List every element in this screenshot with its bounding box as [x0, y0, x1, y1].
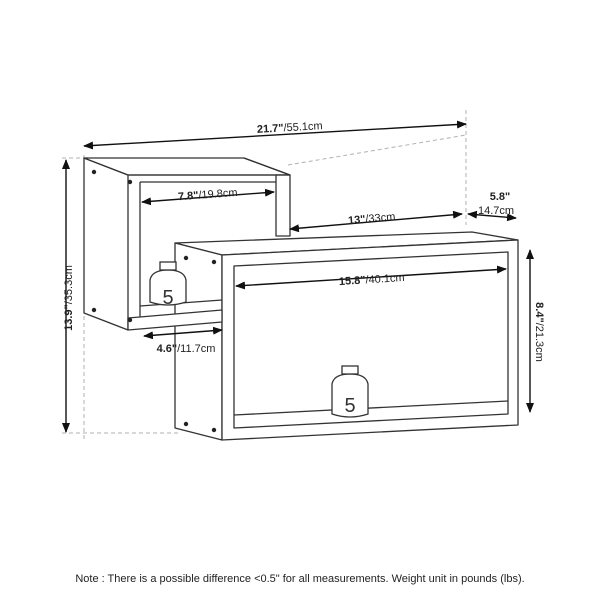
lower-box-height-label: 8.4"/21.3cm — [533, 302, 545, 362]
depth-metric-label: 14.7cm — [478, 205, 514, 217]
upper-weight-label: 5 — [162, 287, 173, 309]
upper-cube-width-arrow — [141, 188, 275, 206]
overall-height-label: 13.9"/35.3cm — [63, 265, 75, 331]
depth-arrow — [467, 210, 517, 222]
dimension-arrows — [62, 120, 534, 433]
dimension-labels: 21.7"/55.1cm 13.9"/35.3cm 7.8"/19.8cm 13… — [63, 120, 545, 362]
lower-box-width-label: 15.8"/40.1cm — [339, 272, 405, 288]
overall-width-arrow — [83, 120, 467, 150]
upper-shelf-width-arrow — [289, 210, 463, 233]
lower-box-width-arrow — [235, 265, 507, 290]
upper-cube — [83, 157, 291, 331]
upper-weight: 5 — [149, 261, 187, 309]
offset-width-label: 4.6"/11.7cm — [157, 343, 216, 355]
lower-weight: 5 — [331, 365, 369, 418]
upper-cube-width-label: 7.8"/19.8cm — [178, 187, 238, 203]
screw-dots — [91, 169, 217, 433]
overall-width-label: 21.7"/55.1cm — [257, 120, 323, 136]
lower-weight-label: 5 — [344, 395, 355, 417]
lower-box — [174, 231, 519, 441]
offset-width-arrow — [143, 326, 223, 340]
depth-bold-label: 5.8" — [490, 191, 511, 203]
shelf-illustration — [83, 157, 519, 441]
upper-shelf-width-label: 13"/33cm — [348, 211, 396, 227]
measurement-note: Note : There is a possible difference <0… — [75, 573, 525, 585]
